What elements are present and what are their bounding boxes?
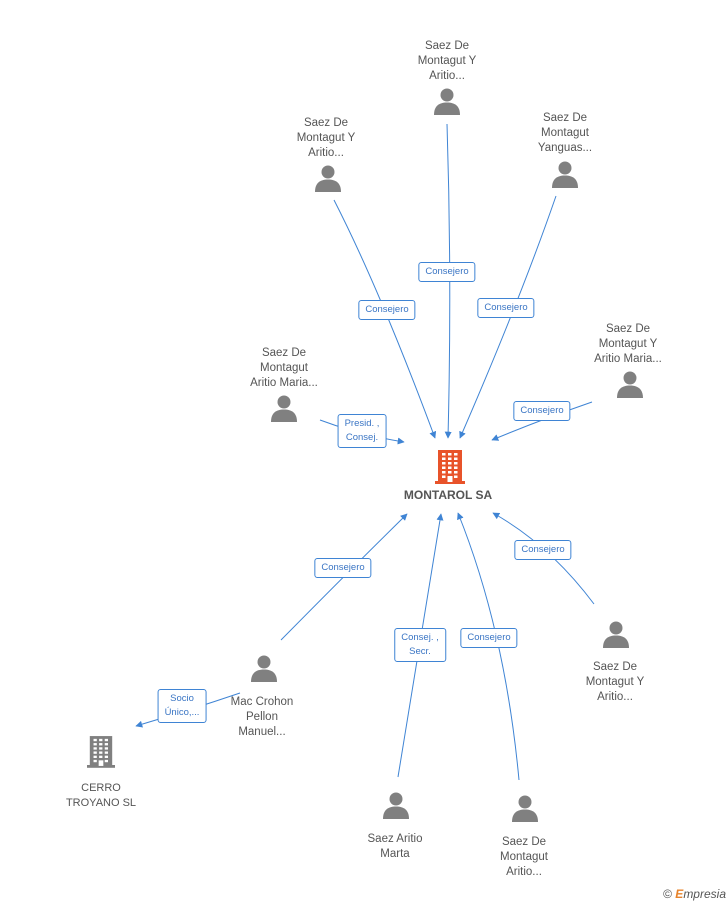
relation-badge[interactable]: Consej. , Secr.	[394, 628, 446, 662]
brand-initial: E	[675, 887, 684, 901]
person-name-label[interactable]: Saez De Montagut Y Aritio...	[417, 40, 477, 82]
relation-badge[interactable]: Consejero	[477, 298, 535, 318]
person-icon[interactable]	[314, 164, 342, 192]
relation-badge[interactable]: Consejero	[358, 300, 416, 320]
person-icon[interactable]	[616, 370, 644, 398]
person-name-label[interactable]: Mac Crohon Pellon Manuel...	[230, 696, 294, 738]
brand-footer: © Empresia	[663, 887, 726, 901]
person-icon[interactable]	[511, 794, 539, 822]
relation-badge[interactable]: Presid. , Consej.	[337, 414, 387, 448]
person-name-label[interactable]: Saez De Montagut Yanguas...	[537, 112, 593, 154]
person-name-label[interactable]: Saez De Montagut Y Aritio Maria...	[594, 323, 662, 365]
relation-badge[interactable]: Consejero	[460, 628, 518, 648]
person-icon[interactable]	[270, 394, 298, 422]
relation-badge[interactable]: Consejero	[514, 540, 572, 560]
person-icon[interactable]	[250, 654, 278, 682]
copyright-symbol: ©	[663, 887, 672, 901]
person-icon[interactable]	[602, 620, 630, 648]
person-name-label[interactable]: Saez De Montagut Y Aritio...	[296, 117, 356, 159]
person-icon[interactable]	[551, 160, 579, 188]
building-icon[interactable]	[435, 448, 465, 484]
person-name-label[interactable]: Saez De Montagut Aritio...	[500, 836, 548, 878]
person-name-label[interactable]: Saez Aritio Marta	[367, 833, 423, 860]
person-icon[interactable]	[382, 791, 410, 819]
relation-badge[interactable]: Socio Único,...	[157, 689, 207, 723]
person-name-label[interactable]: Saez De Montagut Y Aritio...	[585, 661, 645, 703]
relation-badge[interactable]: Consejero	[314, 558, 372, 578]
person-icon[interactable]	[433, 87, 461, 115]
relation-badge[interactable]: Consejero	[418, 262, 476, 282]
relation-badge[interactable]: Consejero	[513, 401, 571, 421]
brand-name: mpresia	[683, 887, 726, 901]
company-name-label[interactable]: CERRO TROYANO SL	[65, 782, 137, 809]
center-company-label[interactable]: MONTAROL SA	[403, 488, 493, 502]
building-icon[interactable]	[87, 734, 115, 768]
person-name-label[interactable]: Saez De Montagut Aritio Maria...	[250, 347, 318, 389]
